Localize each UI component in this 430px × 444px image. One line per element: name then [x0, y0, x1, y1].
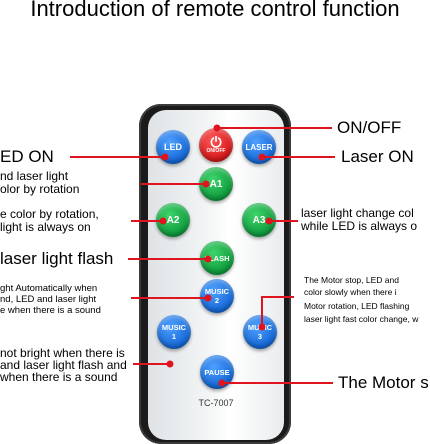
flash-button-label: FLASH [204, 253, 230, 263]
music-1-label-number: 1 [171, 332, 177, 341]
laser-button-label: LASER [245, 142, 273, 152]
music-1-label-top: MUSIC [161, 323, 187, 332]
a3-desc-line2: while LED is always o [301, 219, 418, 233]
a2-desc-line2: light is always on [0, 220, 91, 234]
music-2-desc-line3: e when there is a sound [0, 305, 101, 316]
music-1-desc-line1: not bright when there is [0, 346, 125, 360]
power-icon: ⏻ [210, 134, 222, 150]
music-1-desc-line3: when there is a sound [0, 370, 118, 384]
music-1-desc-line2: and laser light flash and [0, 358, 127, 372]
a1-desc-line1: nd laser light [0, 169, 69, 183]
a2-button-label: A2 [166, 214, 180, 226]
music-2-desc-line1: ght Automatically when [0, 283, 98, 294]
a1-button[interactable]: A1 [199, 167, 233, 201]
music-2-label-top: MUSIC [204, 287, 230, 296]
model-number: TC-7007 [198, 398, 234, 408]
pause-desc: The Motor s [338, 373, 429, 392]
a1-button-label: A1 [209, 178, 223, 190]
pointer-lines [70, 124, 335, 387]
a1-desc-line2: olor by rotation [0, 182, 80, 196]
laser-on-label: Laser ON [341, 147, 414, 166]
on-off-button[interactable]: ⏻ ON/OFF [199, 128, 233, 162]
music-2-label-number: 2 [214, 296, 220, 305]
led-button[interactable]: LED [156, 130, 190, 164]
music-2-button[interactable]: MUSIC 2 [200, 279, 234, 313]
music-3-pointer [261, 296, 294, 327]
a2-desc-line1: e color by rotation, [0, 207, 99, 221]
led-button-label: LED [164, 141, 182, 152]
music-3-label-number: 3 [257, 332, 263, 341]
flash-desc: laser light flash [0, 249, 114, 268]
a3-desc-line1: laser light change col [301, 206, 414, 220]
a3-button-label: A3 [252, 214, 266, 226]
music-2-desc-line2: nd, LED and laser light [0, 294, 97, 305]
music-3-desc-line2: color slowly when there i [304, 287, 397, 297]
page-title: Introduction of remote control function [30, 0, 400, 21]
led-on-label: ED ON [0, 147, 54, 166]
on-off-label: ON/OFF [337, 118, 402, 137]
music-3-desc-line1: The Motor stop, LED and [304, 275, 399, 285]
music-3-desc-line3: Motor rotation, LED flashing [304, 301, 410, 311]
pause-button-label: PAUSE [204, 367, 230, 377]
music-3-desc-line4: laser light fast color change, w [304, 314, 419, 324]
music-1-button[interactable]: MUSIC 1 [157, 315, 191, 349]
on-off-button-label: ON/OFF [206, 148, 226, 154]
